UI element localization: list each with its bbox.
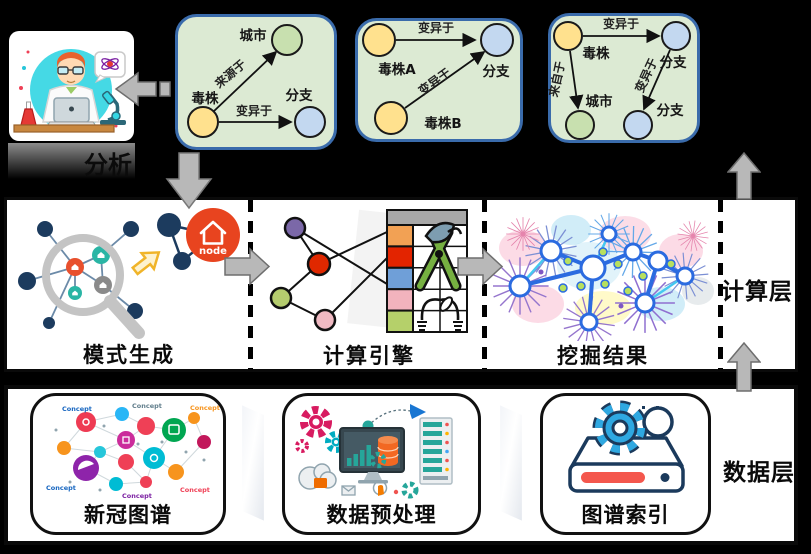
concept-labels: Concept Concept Concept Concept Concept … xyxy=(46,402,220,500)
gears-icon xyxy=(295,406,347,453)
preprocessing-illustration xyxy=(295,404,453,499)
node-label: 城市 xyxy=(586,93,614,110)
analyst-illustration xyxy=(9,31,134,141)
glasses-icon xyxy=(57,66,69,75)
panel-divider xyxy=(242,405,264,521)
edge-label: 变异于 xyxy=(236,103,272,118)
node-label: 毒株 xyxy=(192,90,219,107)
node-logo-text: node xyxy=(199,246,227,257)
green-dots xyxy=(558,247,676,296)
yellow-arrow-icon xyxy=(130,251,161,276)
envelope-icon xyxy=(341,485,356,496)
concept-nodes xyxy=(57,407,211,491)
node-label: 分支 xyxy=(483,63,510,80)
arrow-left-icon xyxy=(114,71,171,107)
strain-b-node xyxy=(374,101,408,135)
data-card-graph-index: 图谱索引 xyxy=(540,393,711,535)
edge-label: 变异于 xyxy=(418,20,454,35)
node-label: 城市 xyxy=(240,27,267,44)
analyst-reflection xyxy=(8,143,135,179)
graph-index-illustration xyxy=(568,400,685,493)
dashed-separator xyxy=(482,200,487,369)
node-label: 毒株A xyxy=(378,61,416,78)
paper-plane-icon xyxy=(410,404,426,419)
svg-text:Concept: Concept xyxy=(180,486,210,494)
node-label: 分支 xyxy=(286,87,313,104)
gear-small-icon xyxy=(401,481,419,499)
city-node xyxy=(565,110,595,140)
svg-text:Concept: Concept xyxy=(190,404,220,412)
svg-text:Concept: Concept xyxy=(62,405,92,413)
pattern-nodes xyxy=(66,246,112,300)
branch-node-2 xyxy=(623,110,653,140)
mining-results-illustration xyxy=(493,212,716,341)
panel-divider xyxy=(500,405,522,521)
edge-label: 变异于 xyxy=(603,16,639,31)
node-label: 毒株B xyxy=(424,115,461,132)
result-nodes xyxy=(508,225,695,332)
data-layer-label: 数据层 xyxy=(723,460,795,486)
panel-label-pattern-generation: 模式生成 xyxy=(83,343,175,367)
node-label: 毒株 xyxy=(583,45,611,62)
data-card-covid-graph: Concept Concept Concept Concept Concept … xyxy=(30,393,226,535)
svg-text:Concept: Concept xyxy=(132,402,162,410)
touch-hand-icon xyxy=(372,480,388,496)
analyst-label: 分析 xyxy=(84,151,132,179)
arrow-down-icon xyxy=(165,152,213,210)
card-label-covid-graph: 新冠图谱 xyxy=(84,503,172,527)
branch-node xyxy=(294,106,326,138)
compute-engine-illustration xyxy=(269,209,468,333)
dotted-trajectory xyxy=(367,409,411,427)
svg-text:Concept: Concept xyxy=(122,492,152,500)
small-gear-circle xyxy=(642,406,674,438)
atom-bubble-icon xyxy=(94,51,126,84)
desk xyxy=(13,124,115,133)
data-layer: Concept Concept Concept Concept Concept … xyxy=(4,385,798,545)
panel-label-compute-engine: 计算引擎 xyxy=(323,344,415,368)
card-label-graph-index: 图谱索引 xyxy=(581,503,670,527)
magnifier-icon xyxy=(42,234,145,339)
concept-map-illustration: Concept Concept Concept Concept Concept … xyxy=(46,402,220,500)
laptop-icon xyxy=(46,97,97,127)
gear-icon xyxy=(592,400,648,456)
branch-node xyxy=(661,21,691,51)
example-graph-1: 毒株 城市 分支 来源于 变异于 xyxy=(175,14,337,150)
dashed-separator xyxy=(718,200,723,369)
compute-layer-label: 计算层 xyxy=(721,279,793,305)
branch-node xyxy=(480,23,514,57)
arrow-right-1-icon xyxy=(224,247,271,286)
card-label-preprocessing: 数据预处理 xyxy=(326,503,437,527)
node-logo-icon: node xyxy=(186,208,240,262)
data-card-preprocessing: 数据预处理 xyxy=(282,393,481,535)
server-rack-icon xyxy=(419,417,453,485)
database-icon xyxy=(369,436,399,469)
node-label: 分支 xyxy=(657,102,685,119)
bulbs-icon xyxy=(417,296,463,331)
strain-a-node xyxy=(362,23,396,57)
example-graph-3: 毒株 分支 城市 分支 变异于 来自于 变异于 xyxy=(548,13,700,143)
pruning-shears-icon xyxy=(414,221,463,292)
pattern-generation-illustration: node xyxy=(18,208,240,339)
example-graph-2: 毒株A 毒株B 分支 变异于 变异于 xyxy=(355,18,523,142)
concept-dots xyxy=(54,424,206,492)
arrow-right-2-icon xyxy=(457,247,504,286)
node-label: 分支 xyxy=(660,54,688,71)
city-node xyxy=(271,24,303,56)
microscope-icon xyxy=(100,90,126,125)
drive-icon xyxy=(568,436,685,493)
svg-text:Concept: Concept xyxy=(46,484,76,492)
compute-layer: node 模式生成 xyxy=(4,197,798,372)
cloud-storage-icon xyxy=(298,463,337,490)
strain-node xyxy=(553,21,583,51)
panel-label-mining-results: 挖掘结果 xyxy=(557,344,649,368)
arrow-up-bottom-icon xyxy=(727,342,761,392)
strain-node xyxy=(187,106,219,138)
arrow-up-top-icon xyxy=(727,152,761,200)
